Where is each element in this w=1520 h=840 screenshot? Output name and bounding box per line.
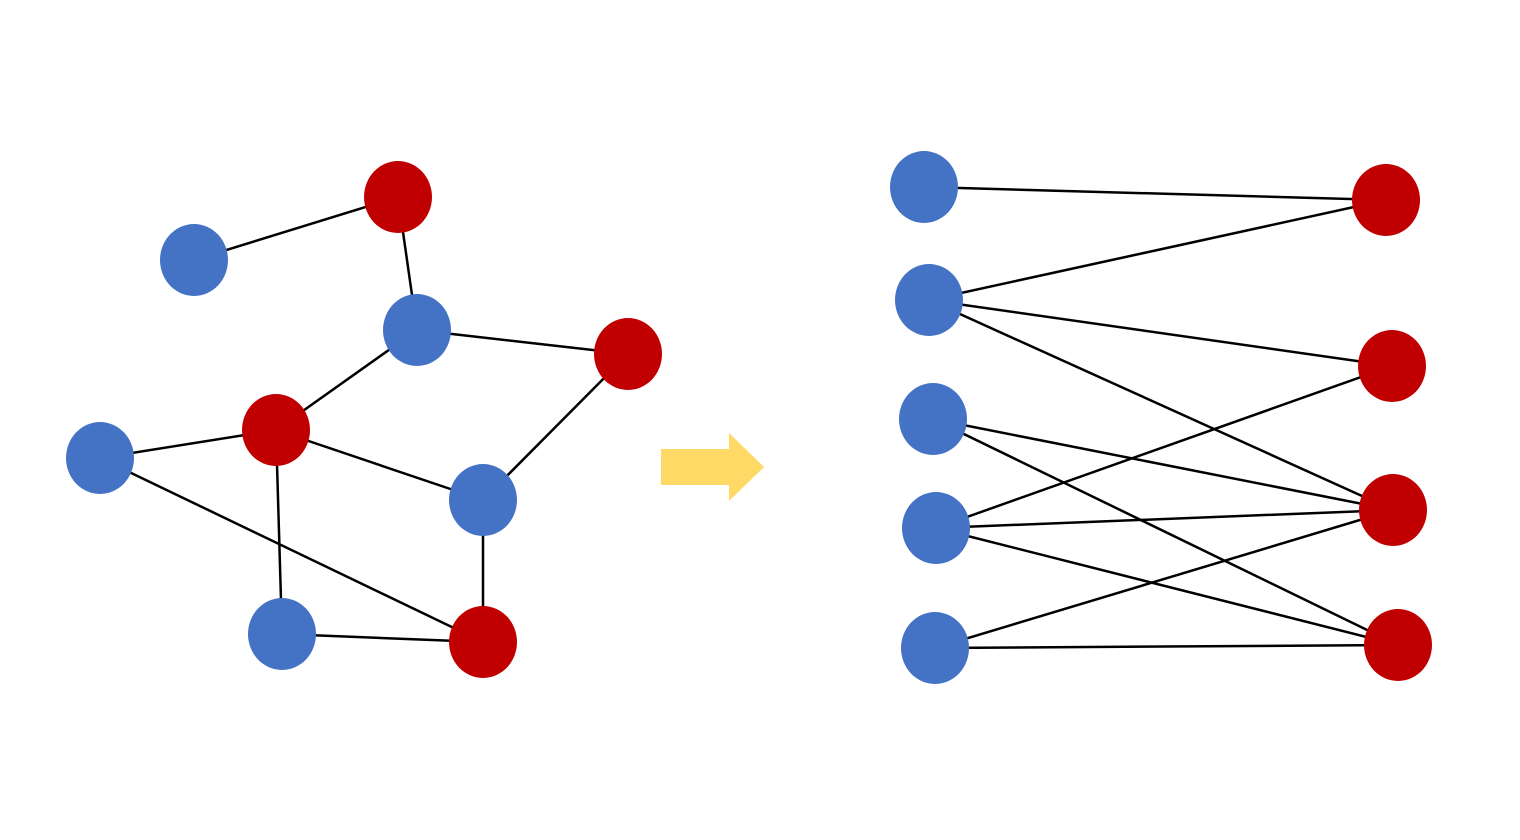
bipartite-edge-a4-b3 xyxy=(934,508,1395,530)
general-node-blue-g1 xyxy=(160,224,228,296)
general-node-red-g9 xyxy=(449,606,517,678)
bipartite-edge-a4-b2 xyxy=(934,364,1394,530)
general-node-red-g4 xyxy=(594,318,662,390)
general-node-red-g6 xyxy=(242,394,310,466)
general-graph-nodes xyxy=(66,161,662,678)
bipartite-node-blue-a1 xyxy=(890,151,958,223)
bipartite-node-blue-a5 xyxy=(901,612,969,684)
general-graph xyxy=(66,161,662,678)
general-edge-g1-g2 xyxy=(192,195,400,262)
bipartite-node-red-b1 xyxy=(1352,164,1420,236)
bipartite-node-red-b4 xyxy=(1364,609,1432,681)
bipartite-edge-a3-b4 xyxy=(931,417,1400,647)
general-node-blue-g5 xyxy=(66,422,134,494)
general-node-blue-g3 xyxy=(383,294,451,366)
bipartite-graph xyxy=(890,151,1432,684)
general-node-red-g2 xyxy=(364,161,432,233)
bipartite-graph-edges xyxy=(922,185,1400,650)
bipartite-node-red-b3 xyxy=(1359,474,1427,546)
general-edge-g3-g4 xyxy=(415,328,630,356)
bipartite-node-red-b2 xyxy=(1358,330,1426,402)
general-edge-g5-g9 xyxy=(98,456,485,644)
bipartite-edge-a5-b4 xyxy=(933,643,1400,650)
bipartite-edge-a2-b2 xyxy=(927,298,1394,368)
bipartite-edge-a3-b3 xyxy=(931,417,1395,512)
bipartite-edge-a2-b3 xyxy=(927,298,1395,512)
general-node-blue-g8 xyxy=(248,598,316,670)
bipartite-node-blue-a3 xyxy=(899,383,967,455)
bipartite-edge-a4-b4 xyxy=(934,526,1400,647)
bipartite-edge-a5-b3 xyxy=(933,508,1395,650)
bipartite-node-blue-a2 xyxy=(895,264,963,336)
general-node-blue-g7 xyxy=(449,464,517,536)
right-arrow-icon xyxy=(661,433,764,501)
bipartite-graph-nodes xyxy=(890,151,1432,684)
bipartite-edge-a1-b1 xyxy=(922,185,1388,202)
general-edge-g6-g7 xyxy=(274,428,485,502)
bipartite-edge-a2-b1 xyxy=(927,198,1388,302)
bipartite-node-blue-a4 xyxy=(902,492,970,564)
